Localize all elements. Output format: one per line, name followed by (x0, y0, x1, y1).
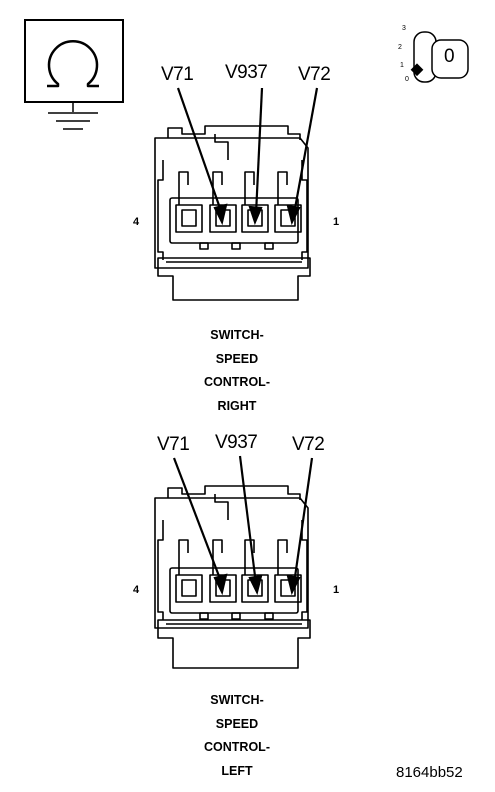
caption-line: SPEED (215, 716, 259, 731)
wire-label-v71-right: V71 (161, 64, 194, 85)
caption-line: SWITCH- (210, 693, 264, 707)
key-position-1: 1 (400, 62, 404, 69)
caption-line: CONTROL- (204, 375, 270, 389)
wire-label-v72-left: V72 (292, 434, 325, 455)
wire-label-v72-right: V72 (298, 64, 331, 85)
pin-number-4-right: 4 (133, 216, 140, 228)
caption-line: SWITCH- (210, 328, 264, 342)
wire-label-v937-right: V937 (225, 62, 268, 83)
pin-number-1-right: 1 (333, 216, 340, 228)
key-position-3: 3 (402, 25, 406, 32)
key-position-0: 0 (405, 76, 409, 83)
caption-line: LEFT (221, 763, 253, 778)
connector-caption-left: SWITCH- SPEED CONTROL- LEFT (177, 689, 297, 783)
pin-number-4-left: 4 (133, 584, 140, 596)
wire-label-v937-left: V937 (215, 432, 258, 453)
key-position-2: 2 (398, 44, 402, 51)
caption-line: RIGHT (217, 398, 257, 413)
caption-line: SPEED (215, 351, 259, 366)
caption-line: CONTROL- (204, 740, 270, 754)
pin-number-1-left: 1 (333, 584, 340, 596)
connector-caption-right: SWITCH- SPEED CONTROL- RIGHT (177, 324, 297, 418)
wire-label-v71-left: V71 (157, 434, 190, 455)
key-label: 0 (444, 46, 455, 67)
figure-reference-code: 8164bb52 (396, 764, 463, 781)
